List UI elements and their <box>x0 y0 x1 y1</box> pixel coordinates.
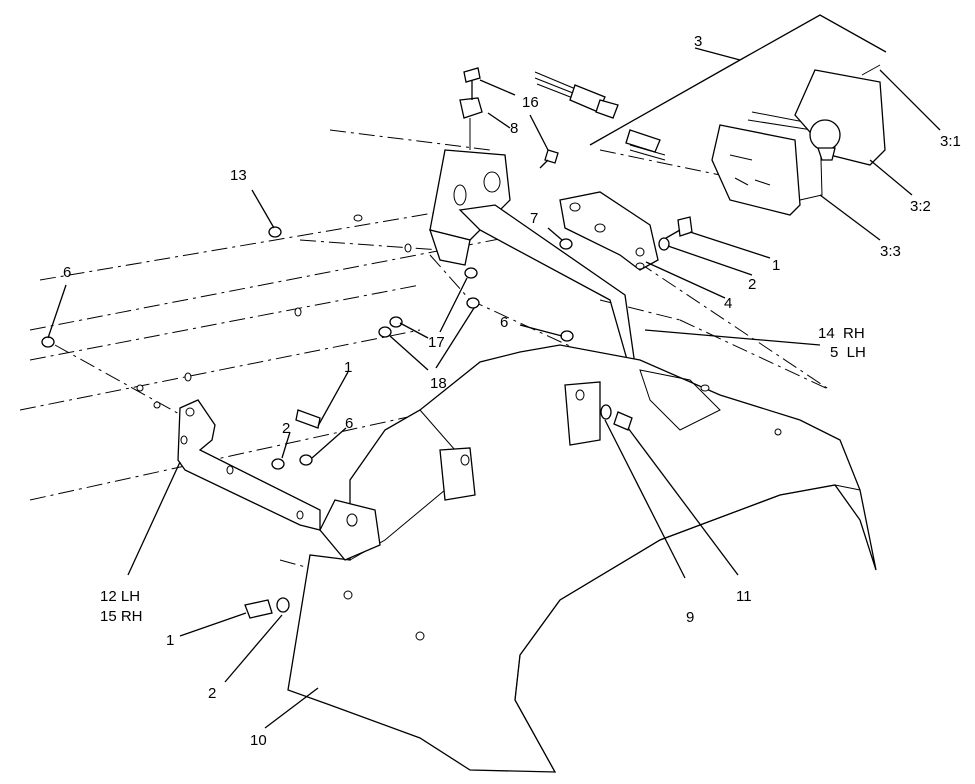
fender-10 <box>287 344 877 773</box>
label-8: 8 <box>510 120 518 137</box>
taillight-bracket-4 <box>559 191 659 271</box>
leader-lines <box>47 14 941 729</box>
label-17: 17 <box>428 334 445 351</box>
mount-bracket-upper <box>429 149 636 372</box>
label-4: 4 <box>724 295 732 312</box>
label-2-mid: 2 <box>282 420 290 437</box>
label-3-1: 3:1 <box>940 133 961 150</box>
wire-connector <box>534 71 619 119</box>
label-2-bottom: 2 <box>208 685 216 702</box>
label-18: 18 <box>430 375 447 392</box>
label-3-3: 3:3 <box>880 243 901 260</box>
label-2-top: 2 <box>748 276 756 293</box>
support-bracket-12-15 <box>177 399 321 531</box>
label-1-bottom: 1 <box>166 632 174 649</box>
label-3-2: 3:2 <box>910 198 931 215</box>
bolt-9-11 <box>600 404 633 431</box>
label-6-mid: 6 <box>345 415 353 432</box>
label-3: 3 <box>694 33 702 50</box>
label-11: 11 <box>736 588 752 605</box>
label-10: 10 <box>250 732 267 749</box>
bolt-washer-top <box>658 216 693 251</box>
label-1-mid: 1 <box>344 359 352 376</box>
nut-7 <box>559 238 573 250</box>
taillight-assembly <box>625 64 886 216</box>
bolt-16-top <box>463 67 481 100</box>
label-6-center: 6 <box>500 314 508 331</box>
hardware-bottom <box>244 597 290 619</box>
label-7: 7 <box>530 210 538 227</box>
hardware-small <box>41 226 574 348</box>
clip-8 <box>459 97 483 150</box>
label-5-lh: 5 LH <box>830 344 866 361</box>
label-1-top: 1 <box>772 257 780 274</box>
label-16: 16 <box>522 94 539 111</box>
label-14-rh: 14 RH <box>818 325 865 342</box>
frame-holes <box>136 161 460 409</box>
callout-labels: 3 3:1 3:2 3:3 1 2 4 7 8 16 13 6 6 17 18 … <box>63 33 961 749</box>
bolt-16-right <box>539 149 559 169</box>
label-9: 9 <box>686 609 694 626</box>
label-12-lh: 12 LH <box>100 588 140 605</box>
label-6-left: 6 <box>63 264 71 281</box>
hardware-mid <box>271 409 321 470</box>
label-13: 13 <box>230 167 247 184</box>
label-15-rh: 15 RH <box>100 608 143 625</box>
